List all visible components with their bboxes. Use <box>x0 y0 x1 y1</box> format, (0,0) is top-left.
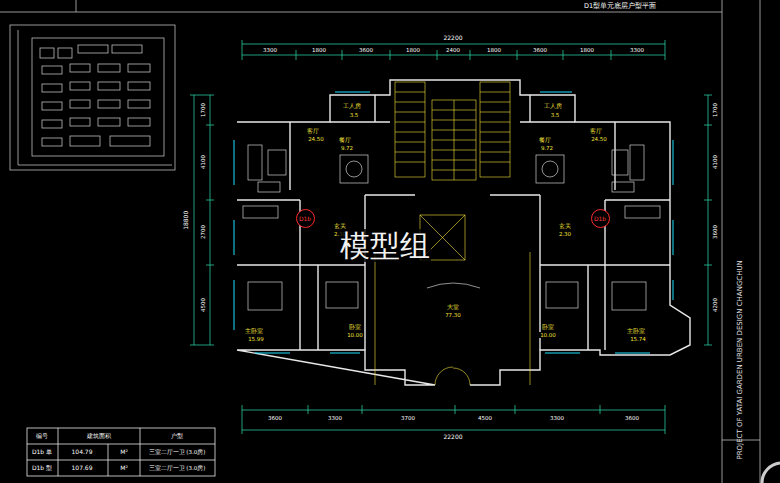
plan-label: 1800 <box>579 47 595 53</box>
plan-label: 15.99 <box>247 336 265 342</box>
plan-label: 3600 <box>267 415 283 421</box>
dimension-text: 4200 <box>712 297 718 313</box>
unit-tag-text: D1b <box>594 215 606 222</box>
plan-label: 3600 <box>532 47 548 53</box>
plan-label: 卧室 <box>541 324 555 330</box>
plan-label: 9.72 <box>340 145 354 151</box>
plan-label: 建筑面积 <box>86 433 112 440</box>
unit-tag-circle: D1b <box>591 209 610 228</box>
plan-label: D1b 单 <box>31 449 53 456</box>
plan-label: 3300 <box>549 415 565 421</box>
plan-label: 10.00 <box>346 332 364 338</box>
plan-label: 3700 <box>400 415 416 421</box>
dimension-text: 1700 <box>712 102 718 118</box>
drawing-title: D1型单元底层户型平面 <box>583 3 657 10</box>
plan-label: 77.30 <box>444 312 462 318</box>
dimension-text: PROJECT OF YATAI GARDEN URBEN DESIGN CHA… <box>737 259 745 460</box>
plan-label: 玄关 <box>558 223 572 229</box>
plan-label: 4500 <box>477 415 493 421</box>
plan-label: 户型 <box>170 433 184 440</box>
plan-label: 10.00 <box>539 332 557 338</box>
dimension-text: 4100 <box>712 154 718 170</box>
plan-label: 3300 <box>629 47 645 53</box>
dimension-text: 2700 <box>200 224 206 240</box>
dimension-text: 18800 <box>184 209 191 230</box>
plan-label: M² <box>119 465 129 472</box>
plan-label: 2400 <box>445 47 461 53</box>
plan-label: 工人房 <box>342 103 362 109</box>
plan-label: 三室二厅一卫 (3.0房) <box>148 465 207 471</box>
unit-tag-text: D1b <box>299 215 311 222</box>
plan-label: 15.74 <box>629 336 647 342</box>
plan-label: 22200 <box>442 35 463 42</box>
plan-label: 3.5 <box>349 112 360 118</box>
dimension-text: 3600 <box>712 224 718 240</box>
plan-label: 编号 <box>35 433 49 440</box>
plan-label: D1b 型 <box>31 465 53 472</box>
plan-label: 3600 <box>358 47 374 53</box>
plan-label: 大堂 <box>446 304 460 310</box>
plan-label: 3600 <box>624 415 640 421</box>
plan-label: 107.69 <box>71 465 94 472</box>
plan-label: 104.79 <box>71 449 94 456</box>
dimension-text: 4100 <box>200 154 206 170</box>
plan-label: 3300 <box>327 415 343 421</box>
plan-label: 工人房 <box>543 103 563 109</box>
plan-label: 餐厅 <box>338 137 352 143</box>
plan-label: 9.72 <box>540 145 554 151</box>
plan-label: 1800 <box>405 47 421 53</box>
plan-label: 1800 <box>311 47 327 53</box>
plan-label: 3.5 <box>550 112 561 118</box>
dimension-text: 4500 <box>200 297 206 313</box>
unit-tag-circle: D1b <box>296 209 315 228</box>
plan-label: 2.30 <box>558 231 572 237</box>
plan-label: 24.50 <box>307 136 325 142</box>
plan-label: 客厅 <box>306 128 320 134</box>
plan-label: 22200 <box>442 434 463 441</box>
plan-label: 三室二厅一卫 (3.0房) <box>148 449 207 455</box>
plan-label: 餐厅 <box>538 137 552 143</box>
dimension-text: 1700 <box>200 102 206 118</box>
plan-label: 客厅 <box>589 128 603 134</box>
plan-label: 主卧室 <box>626 328 646 334</box>
plan-label: 卧室 <box>348 324 362 330</box>
plan-label: 24.50 <box>590 136 608 142</box>
plan-label: M² <box>119 449 129 456</box>
plan-label: 3300 <box>262 47 278 53</box>
plan-label: 1800 <box>486 47 502 53</box>
plan-label: 主卧室 <box>244 328 264 334</box>
watermark: 模型组 <box>339 229 431 262</box>
